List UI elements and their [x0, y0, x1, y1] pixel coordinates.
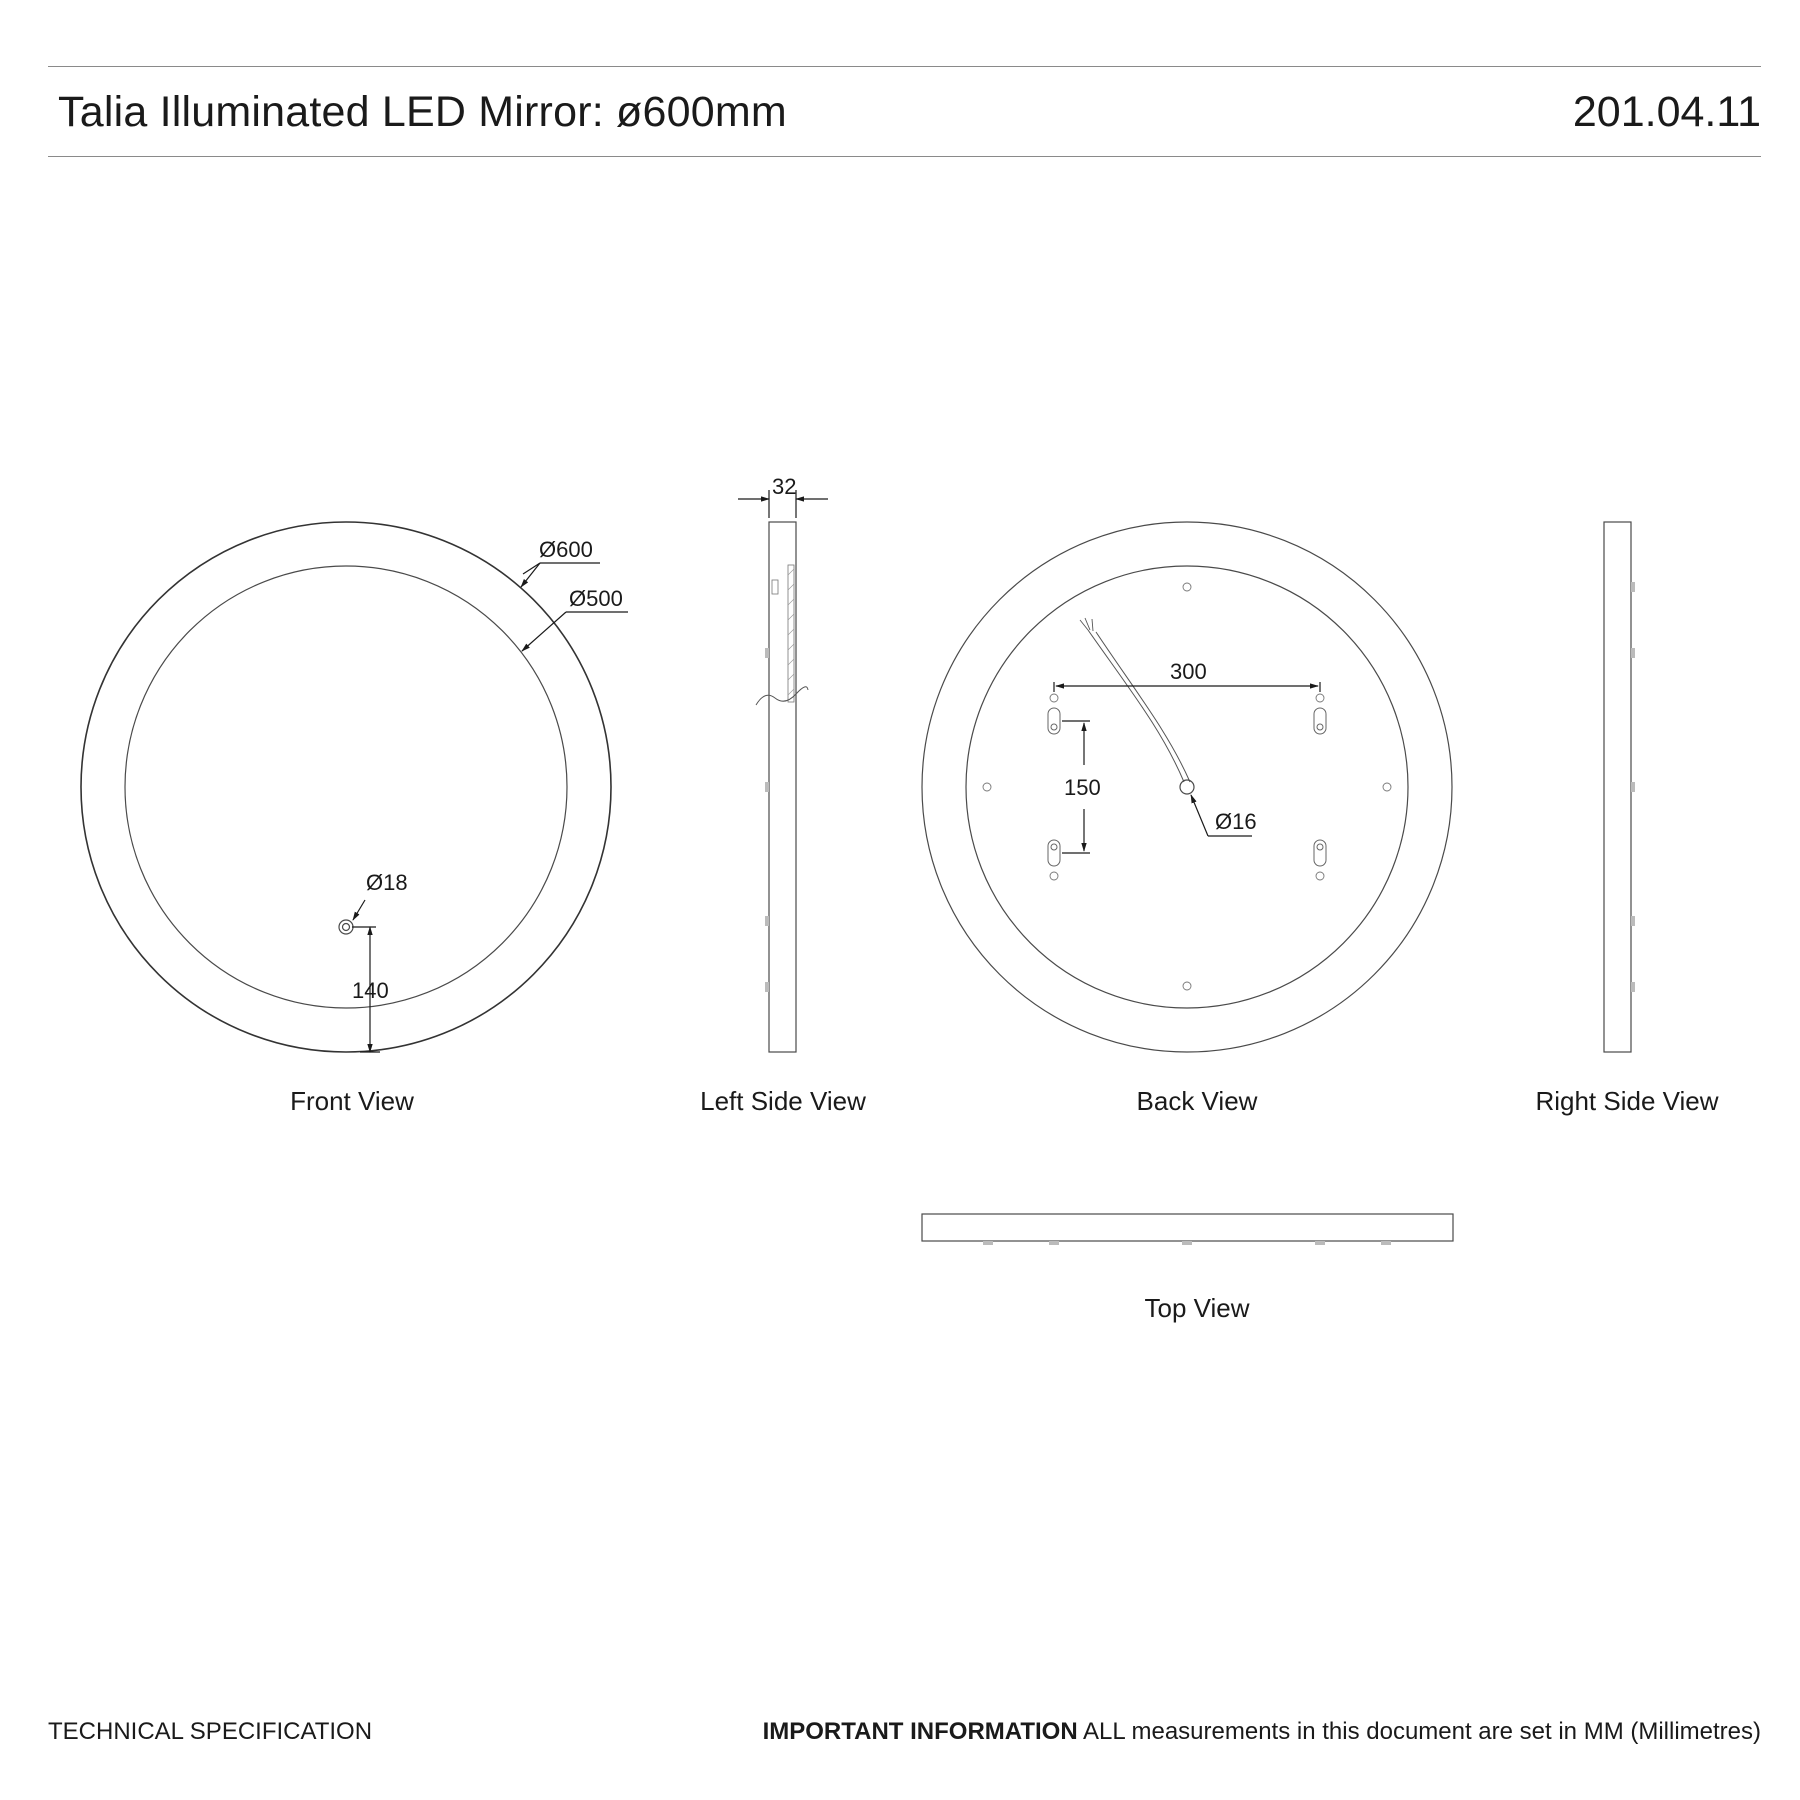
keyhole-hangers [1047, 707, 1327, 867]
back-view-label: Back View [1137, 1086, 1258, 1116]
left-side-view-label: Left Side View [700, 1086, 866, 1116]
dim-bracket-spacing-v: 150 [1064, 775, 1101, 800]
back-inner-circle [965, 565, 1409, 1009]
front-inner-circle [124, 565, 568, 1009]
front-view-label: Front View [290, 1086, 414, 1116]
front-view [80, 521, 628, 1053]
top-view-label: Top View [1144, 1293, 1249, 1323]
footer-important-label: IMPORTANT INFORMATION [762, 1718, 1078, 1745]
product-code: 201.04.11 [1572, 88, 1761, 136]
wall-bracket [787, 564, 795, 703]
header-top-rule [48, 66, 1761, 67]
header-bottom-rule [48, 156, 1761, 157]
dim-cable-diameter: Ø16 [1215, 809, 1257, 834]
page-title: Talia Illuminated LED Mirror: ø600mm [58, 88, 787, 136]
dim-outer-diameter: Ø600 [539, 537, 593, 562]
top-profile [921, 1213, 1454, 1242]
footer-important-information: IMPORTANT INFORMATION ALL measurements i… [763, 1717, 1761, 1747]
front-outer-circle [80, 521, 612, 1053]
top-view [921, 1213, 1454, 1245]
touch-switch [338, 919, 354, 935]
back-outer-circle [921, 521, 1453, 1053]
left-side-profile [768, 521, 797, 1053]
left-side-view [738, 490, 828, 1053]
dim-depth: 32 [772, 474, 796, 499]
dim-inner-diameter: Ø500 [569, 586, 623, 611]
footer-measurement-note: ALL measurements in this document are se… [1077, 1718, 1761, 1745]
right-side-view-label: Right Side View [1535, 1086, 1718, 1116]
dim-bracket-spacing-h: 300 [1170, 659, 1207, 684]
dim-switch-diameter: Ø18 [366, 870, 408, 895]
dim-switch-height: 140 [352, 978, 389, 1003]
footer-technical-specification: TECHNICAL SPECIFICATION [48, 1718, 373, 1745]
power-cable [1087, 629, 1185, 783]
right-side-view [1603, 521, 1635, 1053]
right-side-profile [1603, 521, 1632, 1053]
back-view [921, 521, 1453, 1053]
